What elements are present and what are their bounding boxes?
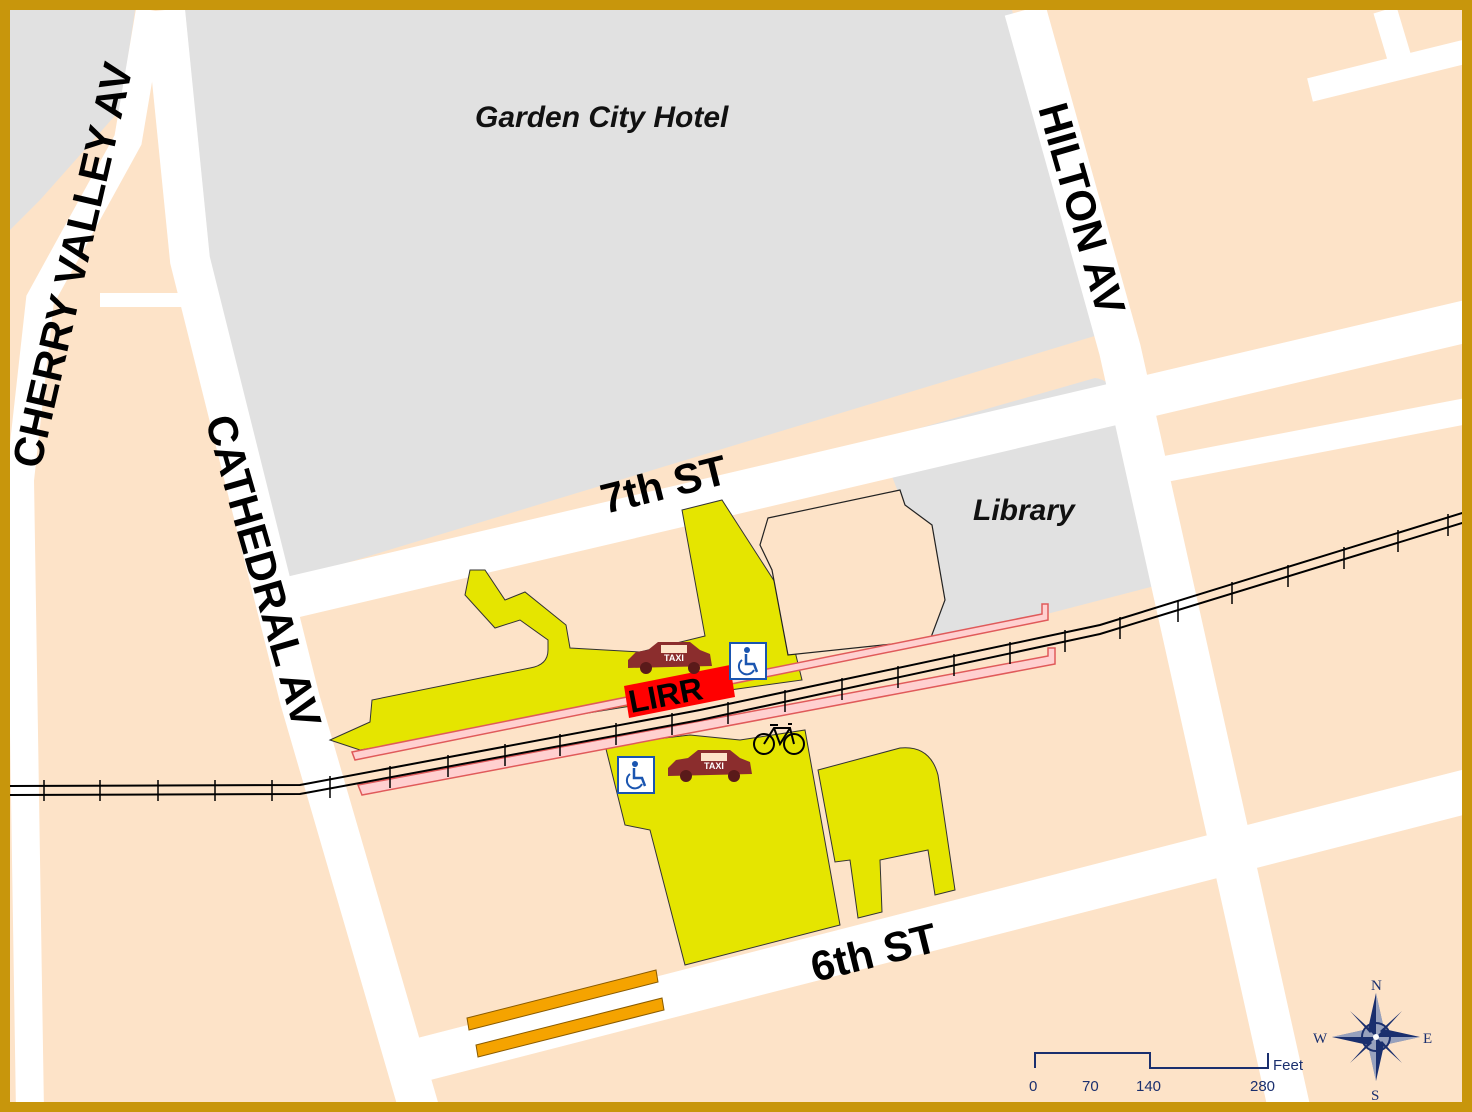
garden-city-hotel-block (165, 10, 1098, 580)
side-street-east (1157, 397, 1472, 483)
compass-s: S (1371, 1088, 1379, 1104)
taxi-label: TAXI (664, 653, 684, 663)
compass-n: N (1371, 978, 1382, 994)
rail-ties (43, 514, 1449, 801)
bus-stop-north (466, 969, 659, 1031)
bicycle-icon[interactable] (753, 723, 805, 755)
scale-tick-140: 140 (1136, 1078, 1161, 1095)
bus-stops (466, 969, 665, 1058)
compass-rose-icon: N S E W (1313, 978, 1432, 1104)
building-northwest (10, 10, 135, 230)
taxi-icon[interactable]: TAXI (668, 750, 752, 782)
scale-tick-280: 280 (1250, 1078, 1275, 1095)
platform-south (356, 647, 1056, 796)
wheelchair-icon[interactable] (617, 756, 655, 794)
scale-unit: Feet (1273, 1057, 1304, 1074)
taxi-label: TAXI (704, 761, 724, 771)
taxi-icon[interactable]: TAXI (628, 642, 712, 674)
cathedral-av-road (145, 8, 440, 1112)
bus-stop-south (475, 997, 665, 1058)
side-street-northeast (1373, 6, 1412, 64)
scale-bar: 0 70 140 280 Feet (1029, 1052, 1304, 1095)
library-label: Library (973, 494, 1076, 527)
parking-lot-south (604, 729, 841, 966)
scale-tick-0: 0 (1029, 1078, 1037, 1095)
platform-north (350, 603, 1049, 761)
wheelchair-icon[interactable] (729, 642, 767, 680)
road-network (5, 4, 1472, 1112)
scale-tick-70: 70 (1082, 1078, 1099, 1095)
lirr-station-box (624, 665, 735, 718)
parking-lot-southeast (817, 747, 956, 919)
platforms (350, 603, 1056, 796)
compass-e: E (1423, 1031, 1432, 1047)
railroad (9, 509, 1472, 801)
seventh-st-road (275, 299, 1472, 621)
station-building-outline (759, 489, 946, 656)
compass-w: W (1313, 1031, 1328, 1047)
side-street-ne2 (1307, 38, 1472, 102)
cherry-valley-av-road (5, 7, 164, 1112)
hotel-label: Garden City Hotel (475, 101, 729, 134)
